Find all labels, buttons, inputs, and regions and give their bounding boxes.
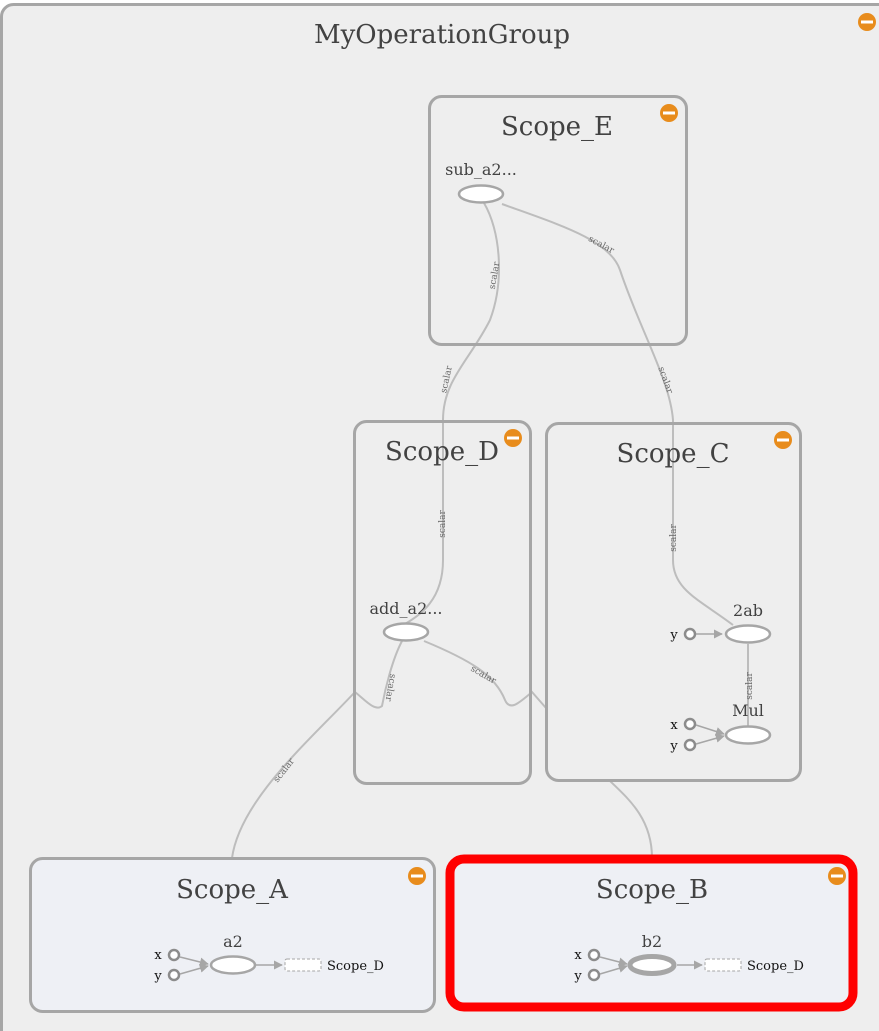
group-title: MyOperationGroup [314,20,570,50]
input-port-y[interactable] [167,968,181,982]
reference-node[interactable] [704,958,742,972]
op-node-sub-a2[interactable] [457,184,505,204]
port-label: y [669,739,678,754]
scope-e[interactable]: Scope_E sub_a2... [428,95,688,346]
edge-label: scalar [488,261,503,291]
edges [231,202,749,859]
op-node-add-a2[interactable] [382,622,430,642]
reference-label: Scope_D [327,959,384,974]
op-node-label: Mul [732,701,764,720]
collapse-icon[interactable] [504,429,522,447]
scope-d[interactable]: Scope_D add_a2... [353,420,532,785]
port-label: x [574,948,582,963]
input-port-x[interactable] [587,948,601,962]
port-label: x [154,948,162,963]
edge-label: scalar [383,673,398,703]
scope-a-title: Scope_A [176,875,289,905]
scope-c[interactable]: Scope_C 2ab y Mul x y [545,422,802,782]
operation-group-box [0,3,879,1031]
input-port-x[interactable] [167,948,181,962]
edge-label: scalar [438,510,448,538]
edge-sub-to-2ab [501,203,734,626]
port-label: y [669,628,678,643]
input-port-y[interactable] [683,738,697,752]
port-label: y [153,969,162,984]
scope-d-title: Scope_D [385,437,499,467]
scope-c-box [545,422,802,782]
edge-add-to-scope-b [423,640,547,709]
edge-c-to-scope-b [609,780,653,859]
op-node-a2[interactable] [209,955,257,975]
collapse-icon[interactable] [858,13,876,31]
scope-d-box [353,420,532,785]
scope-a[interactable]: Scope_A a2 x y Scope_D [29,857,436,1013]
scope-b-box-selected [445,854,858,1012]
port-label: x [670,718,678,733]
op-node-label: add_a2... [370,599,443,618]
scope-b[interactable]: Scope_B b2 x y Scope_D [445,854,858,1012]
scope-e-box [428,95,688,346]
port-label: y [573,969,582,984]
op-node-label: b2 [642,932,662,951]
scope-a-box [29,857,436,1013]
scope-e-title: Scope_E [501,112,613,142]
edge-label: scalar [745,672,755,700]
input-port-y[interactable] [683,627,697,641]
edge-sub-to-add [404,202,500,625]
reference-label: Scope_D [747,959,804,974]
op-node-mul[interactable] [724,725,772,745]
edge-label: scalar [669,524,679,552]
scope-b-title: Scope_B [596,875,708,905]
collapse-icon[interactable] [774,431,792,449]
input-port-x[interactable] [683,717,697,731]
edge-add-to-scope-a [231,640,403,859]
scope-c-title: Scope_C [617,439,730,469]
collapse-icon[interactable] [408,867,426,885]
op-node-b2[interactable] [627,954,677,976]
input-port-y[interactable] [587,968,601,982]
op-node-label: sub_a2... [445,160,517,179]
op-node-label: 2ab [733,601,763,620]
collapse-icon[interactable] [660,104,678,122]
op-node-label: a2 [223,932,243,951]
reference-node[interactable] [284,958,322,972]
op-node-2ab[interactable] [724,624,772,644]
operation-group[interactable]: MyOperationGroup [0,3,879,1031]
collapse-icon[interactable] [828,867,846,885]
